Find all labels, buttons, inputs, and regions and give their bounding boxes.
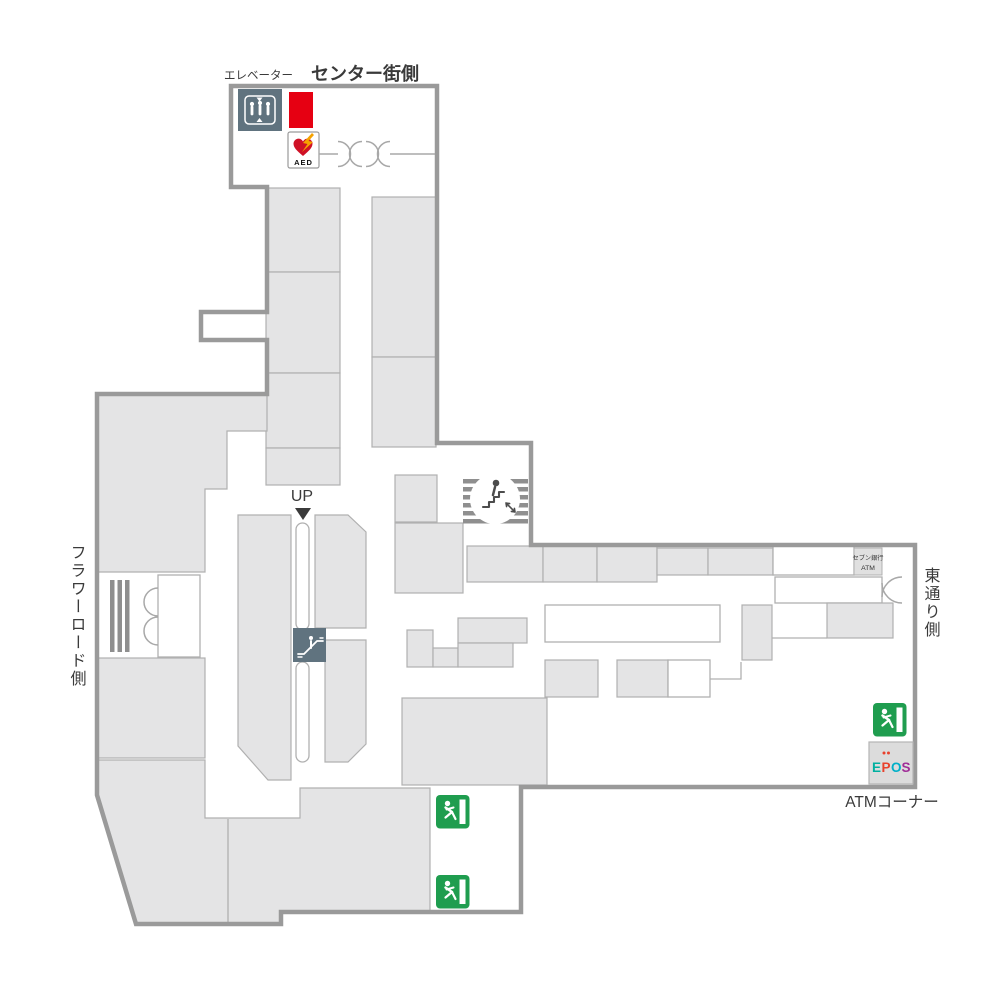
room [656, 547, 709, 576]
epos-letter: E [872, 760, 881, 775]
elevator-person [257, 100, 263, 106]
street-label-left: フラワーロード側 [68, 544, 87, 688]
elevator-person [265, 101, 271, 107]
room [265, 372, 341, 449]
room [394, 522, 464, 594]
door-leaf [365, 140, 380, 168]
room [265, 187, 341, 273]
room [394, 474, 438, 523]
room [371, 196, 437, 358]
street-label-right: 東通り側 [922, 567, 941, 639]
epos-letter: P [882, 760, 891, 775]
elevator-up-arrow [256, 118, 263, 122]
epos-box [868, 741, 914, 785]
counter [544, 604, 721, 643]
epos-logo: E P O S [872, 760, 911, 775]
room [826, 602, 894, 639]
emergency-exit-icon [871, 701, 908, 738]
room [97, 657, 206, 759]
epos-letter: O [891, 760, 902, 775]
epos-dot [882, 751, 886, 755]
seven-bank-label: セブン銀行 [853, 554, 884, 562]
emergency-exit-icon [434, 793, 471, 830]
door-swing-icon [881, 576, 903, 598]
door-leaf [337, 140, 352, 168]
epos-dot [887, 751, 890, 755]
entrance-grate-bar [117, 580, 122, 652]
aed-icon: AED [287, 131, 320, 169]
room [237, 514, 292, 781]
stairs-person-head [492, 479, 500, 487]
door-leaf [348, 140, 363, 168]
room [97, 759, 431, 924]
emergency-exit-icon [434, 873, 471, 910]
room [544, 659, 599, 698]
room [707, 547, 774, 576]
epos-atm-box: E P O S [868, 741, 914, 785]
elevator-icon [238, 89, 282, 131]
fixture-divider [710, 662, 742, 680]
entrance-vestibule [157, 574, 201, 658]
escalator-icon [293, 628, 326, 662]
escalator-person-head [309, 636, 313, 640]
stairs-icon [463, 474, 528, 524]
room [96, 393, 268, 573]
outer-wall [94, 83, 918, 927]
room [265, 271, 341, 374]
room [466, 545, 544, 583]
elevator-person-body [250, 104, 270, 116]
epos-letter: S [902, 760, 911, 775]
room [265, 447, 341, 486]
elevator-person [249, 101, 255, 107]
seven-bank-atm-label: ATM [861, 565, 875, 572]
room [406, 629, 434, 668]
room [596, 545, 658, 583]
door-swing-icon [881, 582, 903, 604]
elevator-cab [244, 95, 276, 125]
flower-road-entrance [110, 574, 201, 658]
atm-corner-label: ATMコーナー [845, 794, 939, 811]
room [401, 697, 548, 786]
room [457, 617, 528, 644]
aed-label: AED [294, 158, 313, 167]
atm-box [853, 547, 883, 576]
escalator-shaft [295, 522, 310, 631]
room [324, 639, 367, 763]
door-swing-icon [143, 587, 159, 617]
room [432, 647, 459, 668]
counter [772, 545, 855, 576]
entrance-grate-bar [110, 580, 115, 652]
entrance-grate-bar [125, 580, 130, 652]
door-leaf [376, 140, 391, 168]
lightning-bolt-shape [302, 133, 314, 152]
double-door-icon [319, 140, 435, 168]
up-arrow [295, 508, 311, 520]
street-label-top: センター街側 [311, 63, 419, 84]
stairs-person-body [491, 485, 497, 497]
counter [667, 659, 711, 698]
up-label: UP [291, 488, 313, 505]
elevator-down-arrow [256, 97, 263, 102]
room [616, 659, 669, 698]
red-marker [289, 92, 313, 128]
escalator-shaft [295, 661, 310, 763]
elevator-label: エレベーター [224, 69, 293, 82]
room [741, 604, 773, 661]
room [314, 514, 367, 629]
seven-bank-atm-box: セブン銀行 ATM [853, 547, 884, 576]
escalator-steps [297, 637, 324, 658]
room [371, 356, 437, 448]
door-swing-icon [143, 616, 159, 646]
room [542, 545, 598, 583]
counter [774, 576, 883, 604]
room [457, 642, 514, 668]
stairs-arrow [505, 502, 516, 513]
east-entrance-doors [881, 576, 903, 604]
stairs-person-steps [481, 490, 506, 509]
